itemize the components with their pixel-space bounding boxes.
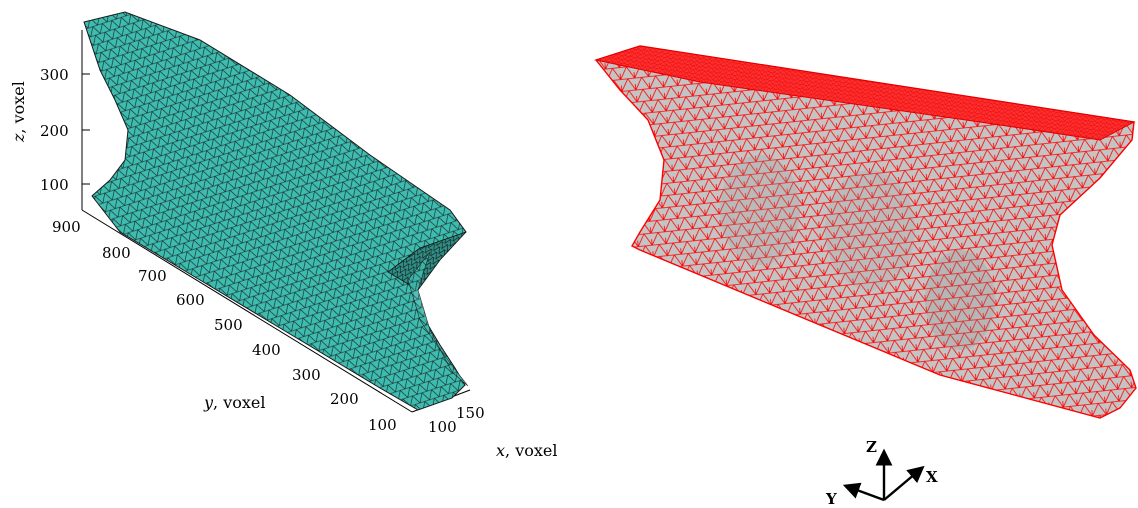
z-tick-label-300: 300	[40, 66, 69, 84]
surface-shading	[925, 250, 995, 350]
teal-mesh-side-face	[83, 11, 467, 411]
left-mesh-plot: 300 200 100 z, voxel 900 800 700 600 500…	[9, 11, 557, 460]
triad-y-arrow	[842, 482, 885, 502]
y-tick-label-800: 800	[102, 244, 131, 262]
z-axis-label: z, voxel	[9, 81, 28, 143]
y-axis-line	[81, 209, 413, 413]
y-tick-label-900: 900	[52, 218, 81, 236]
y-tick-label-100: 100	[368, 416, 397, 434]
triad-x-arrow	[883, 465, 925, 501]
surface-shading	[720, 155, 800, 265]
y-axis-label: y, voxel	[203, 393, 266, 412]
y-tick-label-300: 300	[292, 366, 321, 384]
z-tick-label-100: 100	[40, 176, 69, 194]
x-axis-label: x, voxel	[496, 441, 557, 460]
right-mesh-render: Z X Y	[594, 45, 1137, 508]
x-tick-label-150: 150	[456, 404, 485, 422]
triad-x-label: X	[926, 468, 938, 486]
x-tick-label-100: 100	[428, 418, 457, 436]
y-tick-label-600: 600	[176, 291, 205, 309]
red-mesh-front-face	[594, 45, 1137, 419]
red-mesh-top-face	[594, 45, 1136, 141]
triad-y-label: Y	[825, 490, 837, 508]
triad-z-label: Z	[866, 438, 877, 456]
y-tick-label-500: 500	[214, 316, 243, 334]
z-tick-label-200: 200	[40, 122, 69, 140]
y-tick-label-200: 200	[330, 390, 359, 408]
y-tick-label-400: 400	[252, 341, 281, 359]
teal-mesh-end-face-lower	[407, 251, 469, 387]
y-tick-label-700: 700	[138, 267, 167, 285]
surface-shading	[825, 170, 915, 290]
orientation-triad: Z X Y	[825, 438, 938, 508]
